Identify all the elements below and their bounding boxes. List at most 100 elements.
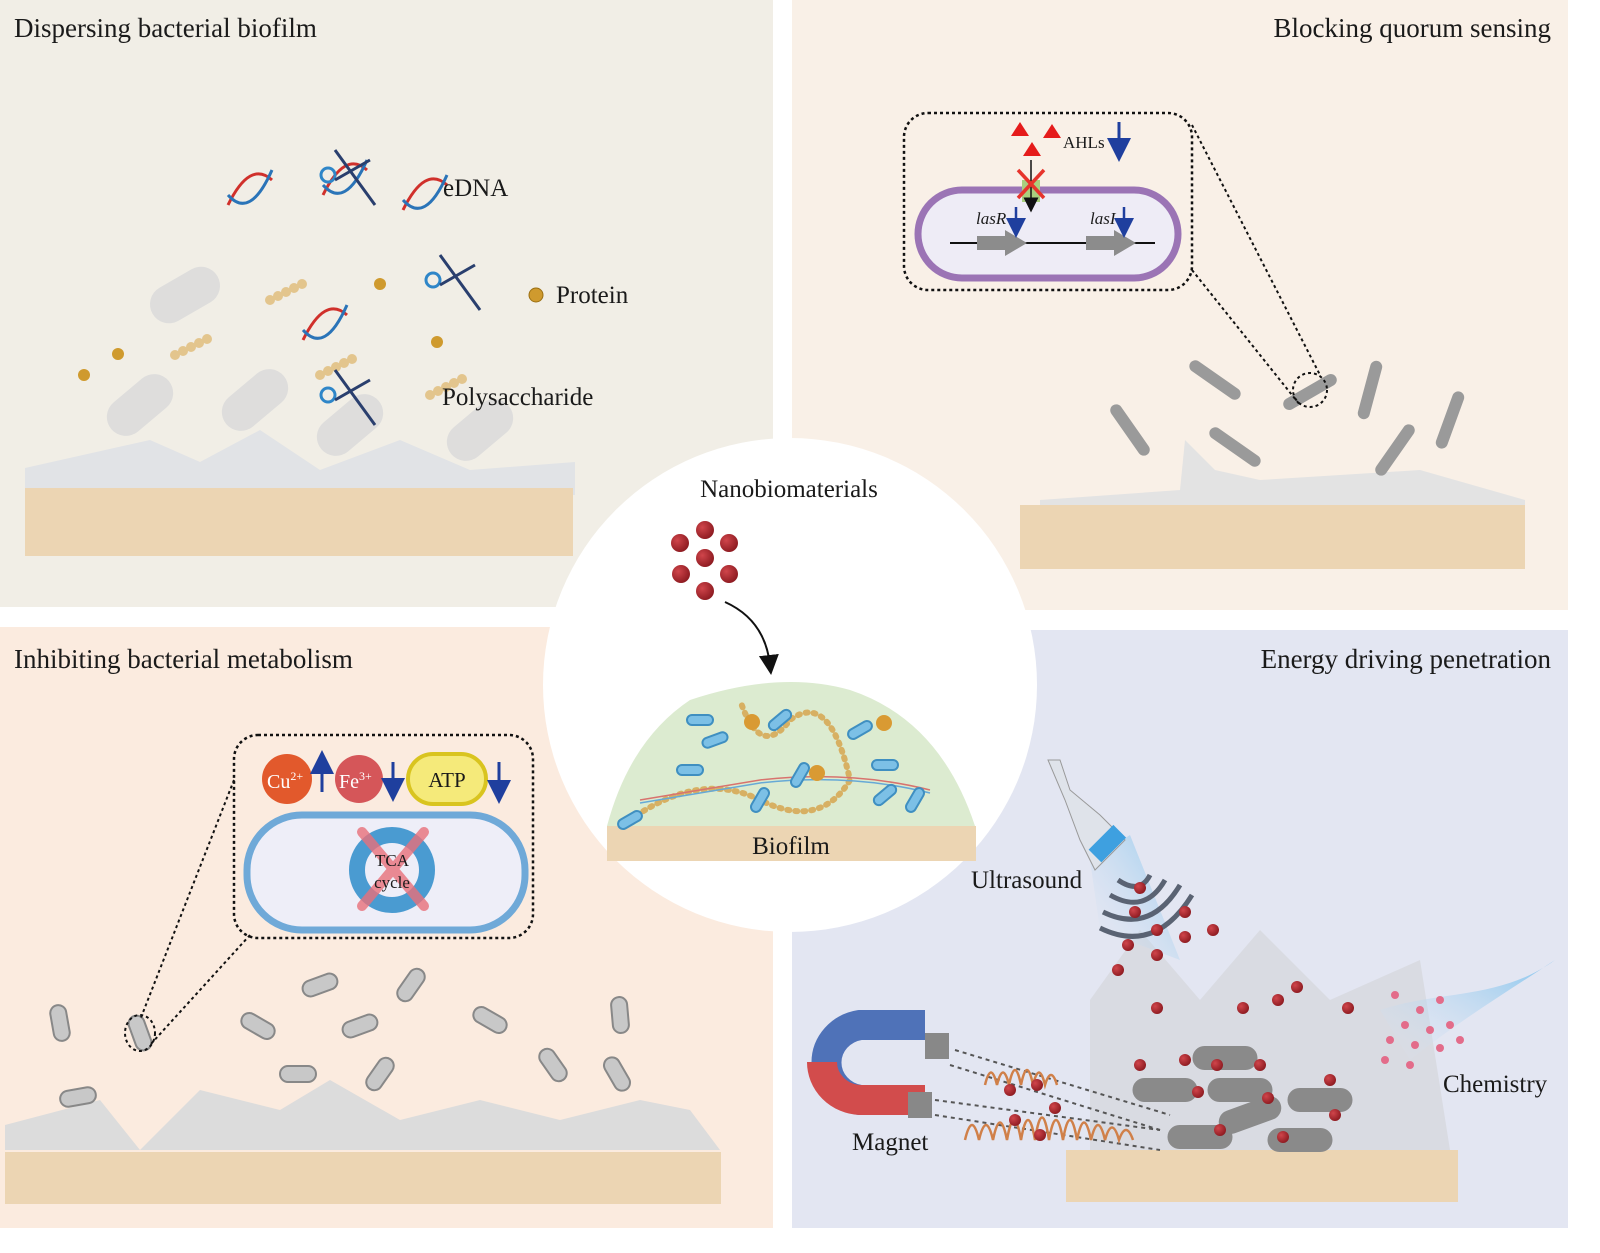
polysaccharide-bead <box>323 366 333 376</box>
copper-ion-icon <box>262 754 312 804</box>
polysaccharide-bead <box>186 342 196 352</box>
label-polysaccharide: Polysaccharide <box>442 384 593 411</box>
chemical-particle <box>1386 1036 1394 1044</box>
polysaccharide-bead <box>449 378 459 388</box>
nanoparticle <box>1272 994 1284 1006</box>
polysaccharide-bead <box>265 295 275 305</box>
polysaccharide-bead <box>315 370 325 380</box>
ahl-triangles <box>1011 122 1061 156</box>
nanoparticle <box>720 534 738 552</box>
protein-legend-icon <box>528 287 544 303</box>
nanoparticle <box>1112 964 1124 976</box>
quorum-sensing-scene: AHLs lasR lasI <box>902 111 1525 569</box>
protein-icon <box>374 278 386 290</box>
dna-icon <box>401 174 449 210</box>
label-tca: TCA <box>375 851 410 870</box>
bacterium <box>1435 391 1465 449</box>
nanoparticle <box>696 549 714 567</box>
label-fe: Fe3+ <box>339 769 372 793</box>
biofilm-bacterium <box>676 764 704 776</box>
label-atp: ATP <box>428 768 465 792</box>
polysaccharide-bead <box>457 374 467 384</box>
dna-icon <box>301 304 349 340</box>
chemical-particle <box>1446 1021 1454 1029</box>
chemical-particle <box>1436 996 1444 1004</box>
bacterium <box>240 1012 276 1040</box>
protein-icon <box>431 336 443 348</box>
scissors-icon <box>333 149 377 206</box>
nanoparticle <box>1129 906 1141 918</box>
label-lasr: lasR <box>976 209 1007 228</box>
protein-icon <box>876 715 892 731</box>
nanoparticle <box>1134 1059 1146 1071</box>
polysaccharide-bead <box>202 334 212 344</box>
nanoparticle <box>1179 931 1191 943</box>
panel-title-energy: Energy driving penetration <box>1261 644 1552 674</box>
scissors-icon <box>319 166 337 184</box>
blocked-cross-icon <box>357 827 429 911</box>
scissors-icon <box>333 369 377 426</box>
nanoparticle <box>1151 949 1163 961</box>
arrow-to-biofilm <box>724 601 779 675</box>
nanoparticle <box>1214 1124 1226 1136</box>
metabolism-scene: Cu2+ Fe3+ ATP TCA cycle <box>5 733 721 1204</box>
polysaccharide-bead <box>441 382 451 392</box>
bacterium <box>1218 1095 1282 1135</box>
polysaccharide-bead <box>347 354 357 364</box>
nanoparticle <box>1134 882 1146 894</box>
bacterium <box>1207 1078 1273 1102</box>
nanoparticle <box>1211 1059 1223 1071</box>
label-chemistry: Chemistry <box>1443 1071 1548 1098</box>
nanoparticle <box>1004 1084 1016 1096</box>
polysaccharide-bead <box>425 390 435 400</box>
polysaccharide-bead <box>297 279 307 289</box>
inset-box-metabolism <box>232 733 535 940</box>
chemical-particle <box>1456 1036 1464 1044</box>
label-edna: eDNA <box>443 175 508 202</box>
bacterium <box>149 266 221 324</box>
blocked-cross-icon <box>1016 168 1046 200</box>
nanoparticle <box>1262 1092 1274 1104</box>
scissors-icon <box>424 271 442 289</box>
biofilm-bacterium <box>872 783 898 807</box>
bacterium <box>1283 374 1337 411</box>
oscillation-wave <box>963 1116 1135 1145</box>
label-magnet: Magnet <box>852 1129 928 1156</box>
polysaccharide-bead <box>331 362 341 372</box>
bacterium <box>301 972 339 998</box>
nanoparticle <box>1254 1059 1266 1071</box>
nanoparticle <box>720 565 738 583</box>
protein-icon <box>809 765 825 781</box>
energy-penetration-scene <box>806 759 1555 1202</box>
dna-icon <box>321 159 369 195</box>
nanoparticle <box>1031 1079 1043 1091</box>
panel-title-metabolism: Inhibiting bacterial metabolism <box>14 644 353 674</box>
nanoparticle <box>1207 924 1219 936</box>
polysaccharide-bead <box>433 386 443 396</box>
label-cu: Cu2+ <box>267 769 303 793</box>
substrate <box>5 1152 721 1204</box>
chemical-particle <box>1381 1056 1389 1064</box>
biofilm-bacterium <box>701 731 729 749</box>
substrate <box>25 488 573 556</box>
nanoparticle <box>1277 1131 1289 1143</box>
polysaccharide-bead <box>289 283 299 293</box>
nanoparticle <box>1151 924 1163 936</box>
bacterium <box>49 1004 71 1042</box>
nanoparticle <box>1034 1129 1046 1141</box>
nanoparticle <box>696 521 714 539</box>
substrate <box>1020 505 1525 569</box>
bacterium <box>610 996 630 1034</box>
bacterium <box>1110 404 1150 456</box>
bacterium <box>1357 360 1383 420</box>
nanoparticle-cluster <box>671 521 738 600</box>
bacterium <box>472 1006 508 1034</box>
ultrasound-probe-icon <box>1047 759 1127 871</box>
dispersing-biofilm-scene <box>25 149 575 556</box>
nanoparticle <box>1009 1114 1021 1126</box>
bacterium <box>1267 1128 1333 1152</box>
biofilm-bacterium <box>871 759 899 771</box>
label-protein: Protein <box>556 282 629 309</box>
bacterial-cell-quorum <box>914 186 1182 282</box>
